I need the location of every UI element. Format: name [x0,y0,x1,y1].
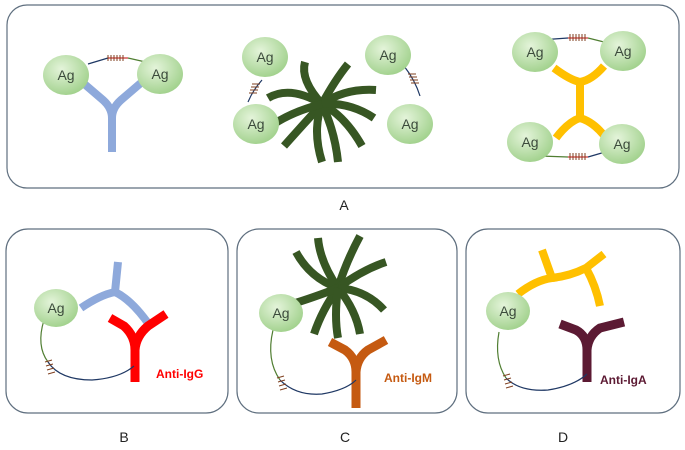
svg-text:Ag: Ag [57,67,74,83]
antigen: Ag [486,292,530,330]
antigen: Ag [259,294,303,332]
svg-text:Ag: Ag [151,66,168,82]
svg-text:Ag: Ag [521,134,538,150]
anti-igm-label: Anti-IgM [384,371,432,385]
svg-text:Ag: Ag [247,116,264,132]
aptamer-linker [403,65,421,97]
antigen: Ag [365,35,411,75]
anti-igg-label: Anti-IgG [156,367,203,381]
iga-primary [515,248,607,307]
aptamer-linker [247,79,263,103]
svg-text:Ag: Ag [256,49,273,65]
antigen: Ag [507,122,553,162]
svg-text:Ag: Ag [499,303,516,319]
antigen: Ag [512,32,558,72]
svg-text:Ag: Ag [401,116,418,132]
aptamer-linker [496,331,588,391]
anti-igm-secondary [327,336,389,408]
caption-d: D [558,429,568,445]
antigen: Ag [599,124,645,164]
aptamer-linker [40,319,135,381]
igg-monomer [79,78,145,152]
panel-c [236,228,458,414]
panel-d [465,228,681,414]
antigen: Ag [600,31,646,71]
svg-text:Ag: Ag [613,136,630,152]
svg-text:Ag: Ag [526,44,543,60]
caption-a: A [339,197,349,213]
svg-text:Ag: Ag [272,305,289,321]
antigen: Ag [242,37,288,77]
igm-pentamer [265,60,377,164]
igm-primary [290,234,388,339]
caption-c: C [340,429,350,445]
aptamer-linker [270,329,357,395]
antigen: Ag [43,55,89,95]
caption-b: B [119,429,128,445]
anti-iga-secondary [558,317,626,382]
antigen: Ag [233,104,279,144]
svg-text:Ag: Ag [47,300,64,316]
svg-text:Ag: Ag [614,43,631,59]
antigen: Ag [137,54,183,94]
anti-iga-label: Anti-IgA [600,373,647,387]
svg-text:Ag: Ag [379,47,396,63]
anti-igg-secondary [107,310,169,382]
antigen: Ag [387,104,433,144]
antigen: Ag [34,289,78,327]
